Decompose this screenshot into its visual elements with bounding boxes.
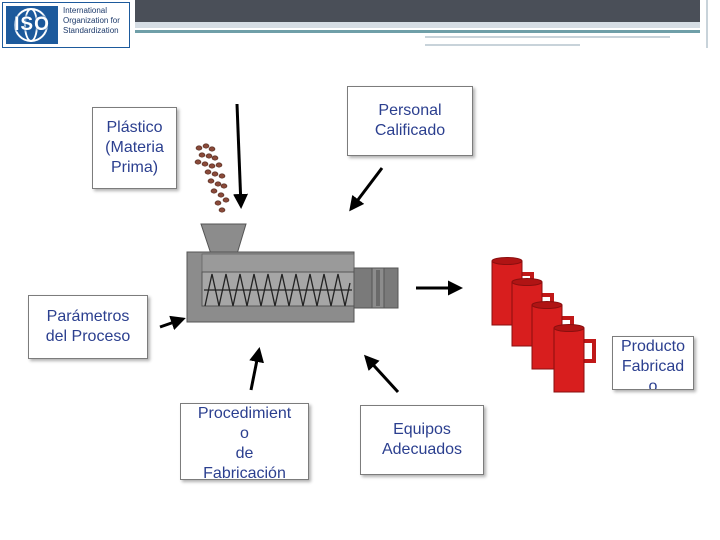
extruder-machine-icon xyxy=(186,223,399,323)
mug-products-icon xyxy=(491,257,596,393)
header-bar xyxy=(135,0,720,28)
qualified-personnel-box: Personal Calificado xyxy=(347,86,473,156)
qualified-personnel-label: Personal Calificado xyxy=(374,102,446,139)
header-vertical-rule xyxy=(700,0,720,48)
arrows xyxy=(159,103,463,394)
process-parameters-label: Parámetros del Proceso xyxy=(45,308,131,345)
header-thin-line xyxy=(425,36,670,38)
manufacturing-procedure-box: Procedimient o de Fabricación xyxy=(180,403,309,480)
header-accent-line xyxy=(135,30,720,33)
globe-icon xyxy=(14,8,48,42)
arrow-equipos xyxy=(363,354,400,394)
arrow-procedimiento xyxy=(249,347,265,391)
arrow-parametros xyxy=(159,315,186,331)
raw-material-label: Plástico (Materia Prima) xyxy=(105,119,164,176)
finished-product-box: Producto Fabricad o xyxy=(612,336,694,390)
adequate-equipment-box: Equipos Adecuados xyxy=(360,405,484,475)
organization-name: International Organization for Standardi… xyxy=(63,6,120,35)
adequate-equipment-label: Equipos Adecuados xyxy=(381,421,463,458)
header-thin-line xyxy=(425,44,580,46)
arrow-personal xyxy=(349,167,384,212)
mug-4 xyxy=(553,324,596,393)
iso-logo: ISO International Organization for Stand… xyxy=(2,2,130,48)
iso-logo-icon: ISO xyxy=(6,6,58,44)
raw-material-box: Plástico (Materia Prima) xyxy=(92,107,177,189)
arrow-raw-material xyxy=(233,103,249,209)
process-parameters-box: Parámetros del Proceso xyxy=(28,295,148,359)
manufacturing-procedure-label: Procedimient o de Fabricación xyxy=(197,405,292,480)
plastic-pellets-icon xyxy=(194,143,230,213)
iso-logo-text: ISO xyxy=(14,14,50,35)
finished-product-label: Producto Fabricad o xyxy=(620,338,686,390)
